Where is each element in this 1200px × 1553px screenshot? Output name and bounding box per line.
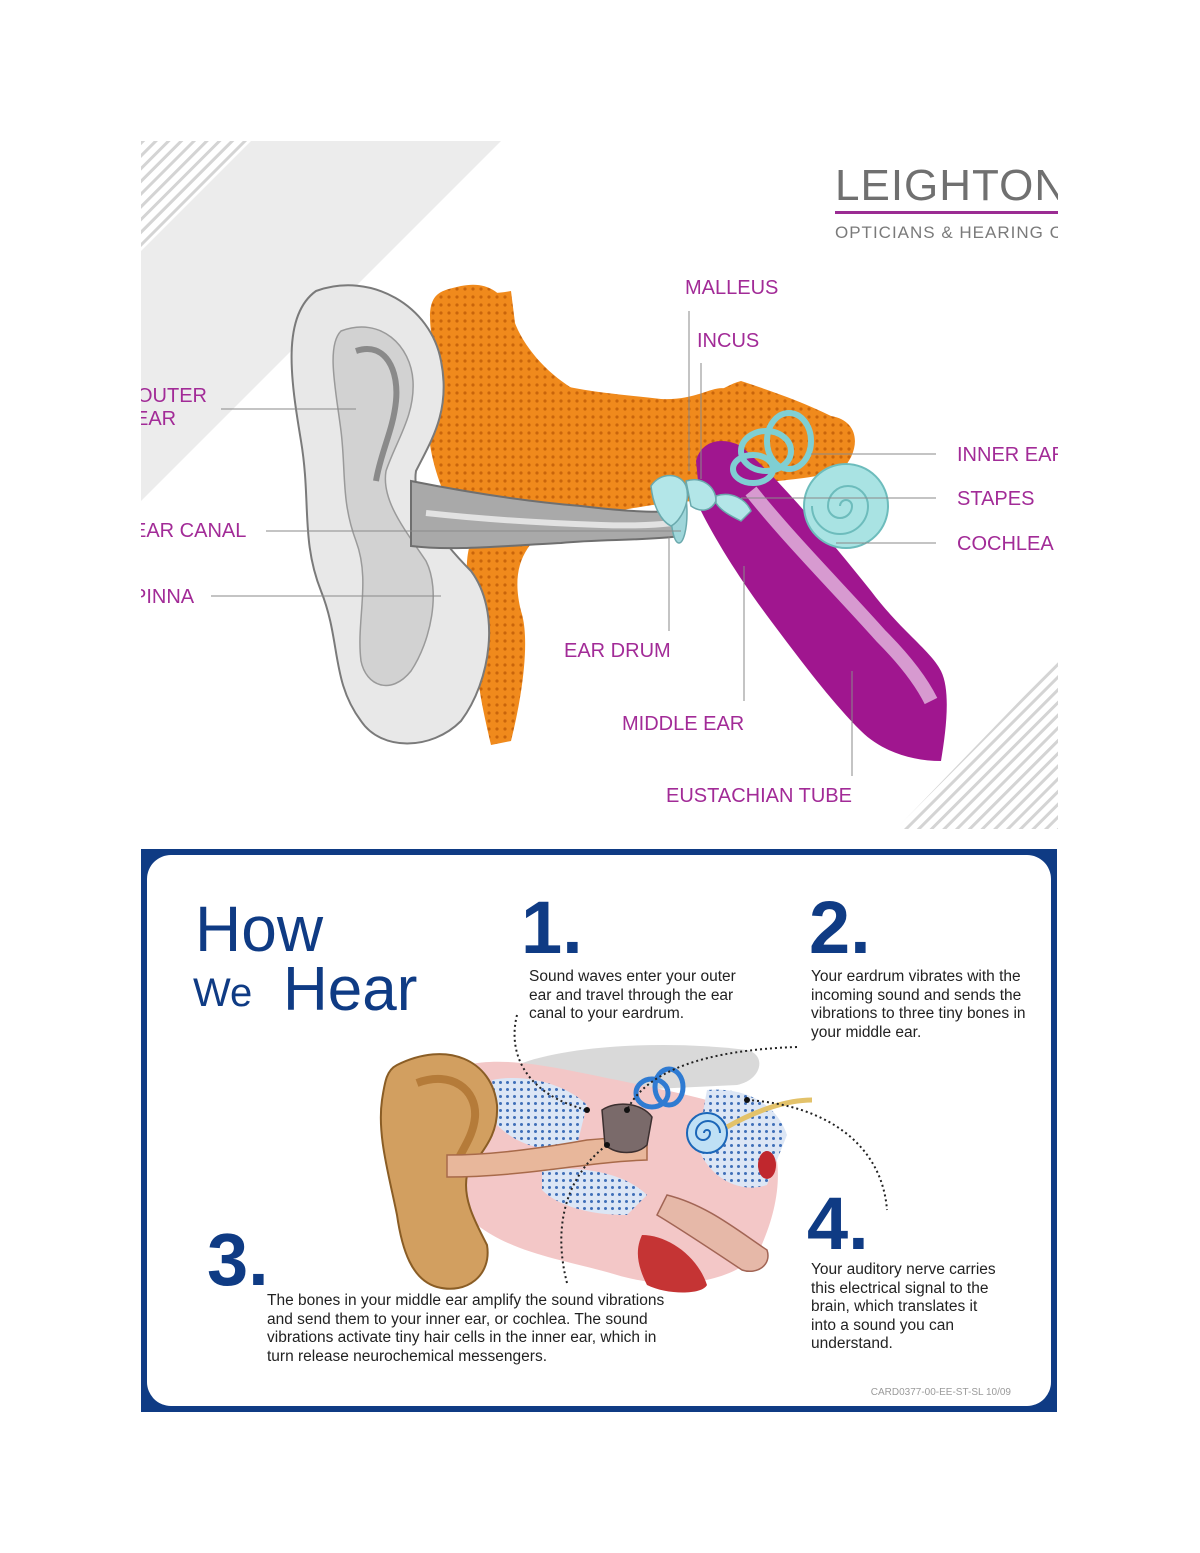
semicircular-canals-blue [633, 1066, 686, 1110]
label-malleus: MALLEUS [685, 277, 779, 299]
label-outer-ear-line2: EAR [141, 408, 177, 430]
how-we-hear-card: How We Hear 1. Sound waves enter your ou… [141, 849, 1057, 1412]
cochlea-blue [686, 1112, 728, 1154]
label-stapes: STAPES [957, 488, 1035, 510]
middle-ear-bones [601, 1103, 653, 1154]
bone-upper [461, 284, 834, 471]
step-1-text: Sound waves enter your outer ear and tra… [529, 968, 736, 1022]
step-2-number: 2. [809, 886, 871, 969]
title-we: We [193, 971, 253, 1015]
title-how: How [195, 893, 324, 965]
step-4-text: Your auditory nerve carries this electri… [811, 1261, 996, 1352]
leader-lines [211, 311, 936, 776]
hatch-corner-bottom [896, 661, 1058, 829]
ossicles [650, 474, 752, 527]
label-eustachian-tube: EUSTACHIAN TUBE [666, 785, 852, 807]
label-pinna: PINNA [141, 586, 195, 608]
title-hear: Hear [283, 955, 418, 1024]
label-inner-ear: INNER EAR [957, 444, 1058, 466]
temporal-bone-blue-3 [542, 1168, 647, 1215]
outer-ear-shape [379, 1053, 499, 1290]
cochlea-spiral [811, 485, 870, 535]
label-outer-ear-line1: OUTER [141, 385, 207, 407]
how-we-hear-card-inner: How We Hear 1. Sound waves enter your ou… [147, 855, 1051, 1406]
logo-name: LEIGHTON [835, 161, 1058, 210]
pointer-dots [584, 1097, 750, 1148]
semicircular-canals [730, 410, 814, 486]
step-3-number: 3. [207, 1218, 269, 1301]
pointer-lines [513, 1014, 888, 1284]
step-4-number: 4. [807, 1182, 869, 1265]
ear-anatomy-illustration [141, 141, 1058, 829]
ear-canal-tube [446, 1137, 648, 1178]
hatch-corner-top [141, 141, 251, 251]
temporal-bone-blue [492, 1077, 587, 1149]
step-3-text: The bones in your middle ear amplify the… [267, 1292, 665, 1365]
eustachian-tube-shape [696, 441, 947, 761]
eustachian-tube-light [745, 486, 938, 705]
label-incus: INCUS [697, 330, 760, 352]
muscle-red [637, 1235, 707, 1293]
label-ear-canal: EAR CANAL [141, 520, 247, 542]
step-2-text: Your eardrum vibrates with the incoming … [811, 968, 1026, 1041]
logo-rule [835, 211, 1058, 214]
auditory-nerve [725, 1097, 813, 1130]
artery [758, 1151, 776, 1179]
label-ear-drum: EAR DRUM [564, 640, 671, 662]
label-middle-ear: MIDDLE EAR [622, 713, 745, 735]
logo-tagline: OPTICIANS & HEARING CA [835, 223, 1058, 242]
label-cochlea: COCHLEA [957, 533, 1054, 555]
eustachian-muscle [656, 1194, 769, 1272]
cochlea-blue-spiral [694, 1120, 721, 1141]
cochlea-shape [803, 463, 889, 549]
ear-canal-highlight [425, 510, 674, 529]
ear-anatomy-diagram: LEIGHTON OPTICIANS & HEARING CA OUTER EA… [141, 141, 1058, 829]
pinna-helix [355, 346, 400, 482]
how-we-hear-illustration [379, 1014, 888, 1293]
step-1-number: 1. [521, 886, 583, 969]
card-code: CARD0377-00-EE-ST-SL 10/09 [870, 1387, 1011, 1398]
